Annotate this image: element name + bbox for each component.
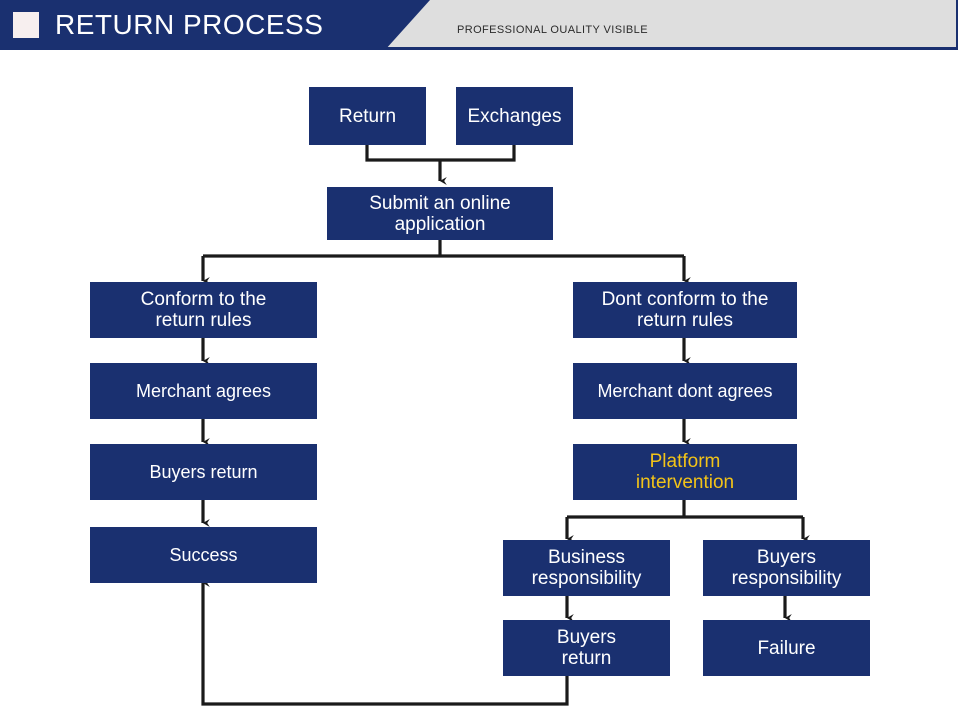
node-buyers-return-bottom[interactable]: Buyers return [503,620,670,676]
white-square-icon [13,12,39,38]
connector-return-to-submit [365,145,516,162]
node-buyers-return-left[interactable]: Buyers return [90,444,317,500]
node-dont-conform-to-return-rules[interactable]: Dont conform to the return rules [573,282,797,338]
node-buyers-return-bottom-label: Buyers return [556,627,617,669]
return-process-flowchart: Return Exchanges Submit an online applic… [0,56,960,720]
node-merchant-agrees-label: Merchant agrees [135,380,272,401]
node-merchant-dont-agrees-label: Merchant dont agrees [597,380,773,401]
node-return-label: Return [338,105,397,127]
node-conform-to-return-rules[interactable]: Conform to the return rules [90,282,317,338]
node-exchanges[interactable]: Exchanges [456,87,573,145]
node-platform-intervention[interactable]: Platform intervention [573,444,797,500]
header-navy-band [0,0,430,50]
node-buyers-responsibility-label: Buyers responsibility [731,547,842,589]
node-conform-to-return-rules-label: Conform to the return rules [140,289,267,331]
node-buyers-responsibility[interactable]: Buyers responsibility [703,540,870,596]
node-submit-application[interactable]: Submit an online application [327,187,553,240]
node-platform-intervention-label: Platform intervention [635,451,735,493]
node-merchant-dont-agrees[interactable]: Merchant dont agrees [573,363,797,419]
connector-feedback-loop [201,579,569,706]
node-business-responsibility[interactable]: Business responsibility [503,540,670,596]
header-subtitle: PROFESSIONAL OUALITY VISIBLE [457,24,648,36]
node-submit-application-label: Submit an online application [369,192,511,235]
node-dont-conform-to-return-rules-label: Dont conform to the return rules [601,289,769,331]
page-title: RETURN PROCESS [55,9,324,40]
node-success-label: Success [169,544,238,565]
node-success[interactable]: Success [90,527,317,583]
node-failure[interactable]: Failure [703,620,870,676]
node-merchant-agrees[interactable]: Merchant agrees [90,363,317,419]
node-failure-label: Failure [757,637,816,659]
node-exchanges-label: Exchanges [467,105,562,127]
node-return[interactable]: Return [309,87,426,145]
page-header: RETURN PROCESS PROFESSIONAL OUALITY VISI… [0,0,960,56]
flowchart-connectors [201,145,810,706]
node-business-responsibility-label: Business responsibility [531,547,642,589]
node-buyers-return-left-label: Buyers return [149,461,258,482]
